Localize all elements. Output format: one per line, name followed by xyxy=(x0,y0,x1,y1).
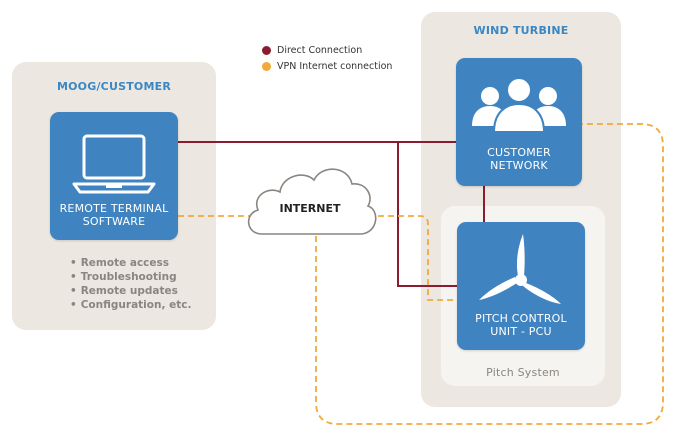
feature-troubleshooting: Troubleshooting xyxy=(80,271,177,283)
users-icon xyxy=(472,77,566,133)
wind-turbine-title: WIND TURBINE xyxy=(473,24,569,37)
feature-remote-access: Remote access xyxy=(80,257,170,269)
feature-remote-updates: Remote updates xyxy=(80,285,178,297)
legend-vpn-label: VPN Internet connection xyxy=(277,60,393,72)
remote-terminal-label: REMOTE TERMINAL SOFTWARE xyxy=(50,202,178,228)
internet-label: INTERNET xyxy=(279,202,341,215)
wind-turbine-icon xyxy=(479,234,561,304)
vpn-line-internet-to-pcu xyxy=(368,215,457,301)
customer-network-box[interactable]: CUSTOMER NETWORK xyxy=(456,58,582,186)
list-item: •Configuration, etc. xyxy=(70,299,192,311)
pcu-label: PITCH CONTROL UNIT - PCU xyxy=(457,312,585,338)
legend-item-direct: Direct Connection xyxy=(262,42,392,58)
legend-vpn-marker xyxy=(262,61,271,71)
remote-terminal-label-line1: REMOTE TERMINAL xyxy=(59,202,169,215)
customer-network-label-line1: CUSTOMER xyxy=(487,146,551,159)
list-item: •Remote access xyxy=(70,257,170,269)
moog-customer-title: MOOG/CUSTOMER xyxy=(56,80,171,93)
pitch-control-unit-box[interactable]: PITCH CONTROL UNIT - PCU xyxy=(457,222,585,350)
pcu-label-line1: PITCH CONTROL xyxy=(475,312,567,325)
direct-line-branch-to-pcu xyxy=(397,142,457,287)
remote-terminal-software-box[interactable]: REMOTE TERMINAL SOFTWARE xyxy=(50,112,178,240)
laptop-icon xyxy=(72,134,156,194)
legend-direct-marker xyxy=(262,45,271,55)
vpn-line-internet-to-loop xyxy=(315,123,664,425)
feature-configuration: Configuration, etc. xyxy=(80,299,192,311)
list-item: •Remote updates xyxy=(70,285,178,297)
legend-item-vpn: VPN Internet connection xyxy=(262,58,392,74)
legend-direct-label: Direct Connection xyxy=(277,44,363,56)
customer-network-label-line2: NETWORK xyxy=(490,159,548,172)
remote-terminal-label-line2: SOFTWARE xyxy=(82,215,146,228)
customer-network-label: CUSTOMER NETWORK xyxy=(456,146,582,172)
feature-list: •Remote access •Troubleshooting •Remote … xyxy=(70,256,191,312)
list-item: •Troubleshooting xyxy=(70,271,177,283)
legend: Direct Connection VPN Internet connectio… xyxy=(262,42,392,74)
pitch-system-title: Pitch System xyxy=(486,366,560,379)
pcu-label-line2: UNIT - PCU xyxy=(490,325,552,338)
